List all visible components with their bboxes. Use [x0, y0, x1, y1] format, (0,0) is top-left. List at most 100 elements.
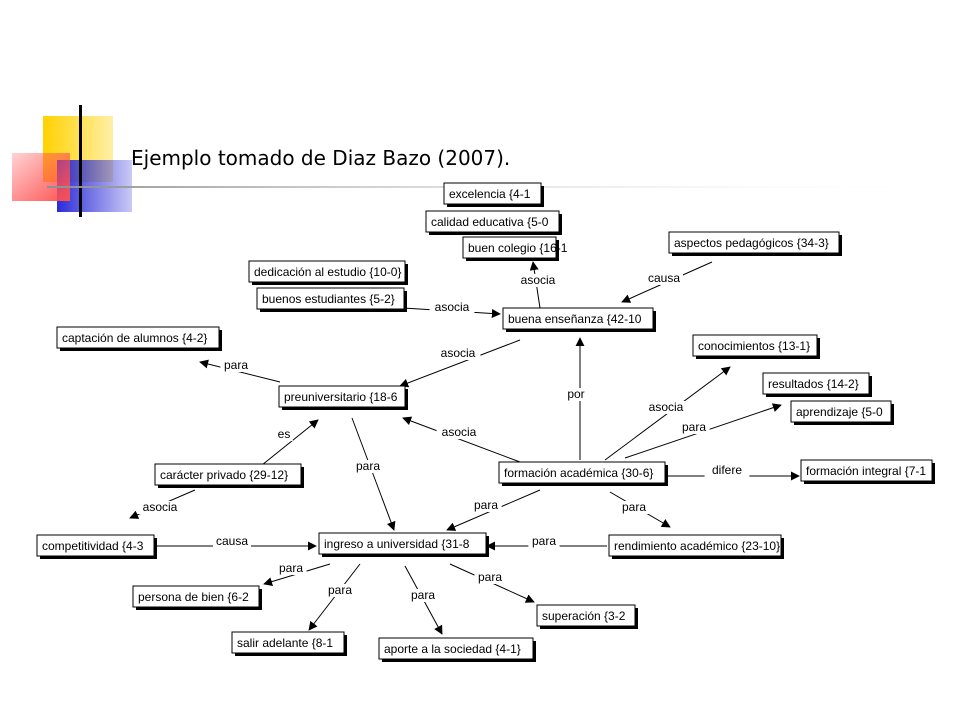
node-label: formación académica {30-6} [504, 466, 653, 480]
node-box [278, 385, 406, 408]
node-box [502, 307, 654, 330]
concept-node-resultados[interactable]: resultados {14-2} [762, 372, 872, 397]
node-label: excelencia {4-1 [449, 187, 531, 201]
edge-label: para [532, 534, 556, 548]
edges-layer: asocia causa asocia asocia para por asocia para… [129, 261, 800, 635]
node-label: buen colegio {16-1 [468, 241, 568, 255]
node-box [498, 461, 666, 484]
edge-label: para [356, 459, 380, 473]
concept-node-aporte[interactable]: aporte a la sociedad {4-1} [378, 637, 536, 662]
edge-preuni-captacion: para [199, 358, 281, 383]
edge-caracter-preuni: es [261, 419, 319, 466]
concept-node-superacion[interactable]: superación {3-2 [536, 604, 638, 629]
node-label: carácter privado {29-12} [160, 468, 288, 482]
node-box [762, 372, 870, 395]
edge-label: para [478, 570, 502, 584]
edge-preuni-buenaens: asocia [399, 339, 521, 388]
edge-label: para [682, 420, 706, 434]
node-box [462, 236, 557, 259]
node-label: dedicación al estudio {10-0} [254, 265, 401, 279]
edge-label-bg [528, 535, 560, 548]
edge-aspectos-buenaens: causa [621, 261, 713, 303]
concept-node-persona[interactable]: persona de bien {6-2 [132, 585, 262, 610]
node-label: formación integral {7-1 [806, 464, 926, 478]
edge-label-bg [515, 274, 561, 287]
edge-label: asocia [441, 346, 476, 360]
edge-line [351, 417, 396, 531]
edge-label-bg [435, 347, 481, 360]
concept-node-integral[interactable]: formación integral {7-1 [800, 459, 935, 484]
node-box [536, 604, 636, 627]
concept-node-buenosest[interactable]: buenos estudiantes {5-2} [256, 287, 407, 312]
node-box [56, 326, 220, 349]
edge-label-bg [352, 460, 384, 473]
concept-node-conocimientos[interactable]: conocimientos {13-1} [692, 334, 820, 359]
concept-node-calidad[interactable]: calidad educativa {5-0 [425, 210, 562, 235]
node-box [425, 210, 560, 233]
concept-node-dedicacion[interactable]: dedicación al estudio {10-0} [248, 260, 408, 285]
node-label: aporte a la sociedad {4-1} [384, 642, 521, 656]
edge-formacion-buenaens: por [563, 337, 589, 460]
node-box [154, 463, 302, 486]
edge-label: asocia [143, 500, 178, 514]
concept-node-rendimiento[interactable]: rendimiento académico {23-10} [608, 534, 784, 559]
concept-node-preuni[interactable]: preuniversitario {18-6 [278, 385, 408, 410]
node-box [378, 637, 534, 660]
edge-label: causa [216, 534, 248, 548]
deco-red-square [12, 153, 70, 201]
edge-label-bg [275, 562, 307, 575]
slide-title: Ejemplo tomado de Diaz Bazo (2007). [131, 146, 511, 170]
node-box [608, 534, 782, 557]
concept-node-competitividad[interactable]: competitividad {4-3 [36, 534, 157, 559]
node-box [36, 534, 155, 557]
edge-label-bg [643, 401, 689, 414]
node-label: buena enseñanza {42-10 [508, 312, 642, 326]
edge-line [261, 419, 319, 466]
concept-node-captacion[interactable]: captación de alumnos {4-2} [56, 326, 222, 351]
node-box [692, 334, 818, 357]
edge-buenaens-buencolegio: asocia [515, 261, 561, 309]
edge-label-bg [137, 501, 183, 514]
edge-formacion-rendimiento: para [609, 491, 671, 528]
node-label: salir adelante {8-1 [237, 636, 333, 650]
edge-label: para [622, 500, 646, 514]
edge-label-bg [645, 272, 683, 285]
node-box [318, 532, 487, 555]
edge-ingreso-aporte: para [404, 565, 443, 635]
edge-formacion-preuni: asocia [402, 416, 521, 463]
edge-label: asocia [435, 300, 470, 314]
edge-formacion-ingreso: para [446, 489, 541, 531]
edge-label-bg [275, 428, 293, 441]
edge-label: asocia [649, 400, 684, 414]
node-label: competitividad {4-3 [42, 539, 144, 553]
edge-ingreso-persona: para [263, 561, 331, 586]
edge-label: para [474, 498, 498, 512]
node-box [668, 231, 840, 254]
edge-buenosest-buenaens: asocia [402, 300, 501, 318]
deco-vertical-bar [79, 105, 82, 217]
edge-label-bg [704, 464, 750, 477]
edge-label: es [278, 427, 291, 441]
edge-line [399, 339, 521, 388]
node-box [800, 459, 933, 482]
node-label: conocimientos {13-1} [698, 339, 810, 353]
concept-node-formacion[interactable]: formación académica {30-6} [498, 461, 668, 486]
concept-node-ingreso[interactable]: ingreso a universidad {31-8 [318, 532, 489, 557]
node-label: aspectos pedagógicos {34-3} [674, 236, 829, 250]
concept-node-buenaens[interactable]: buena enseñanza {42-10 [502, 307, 656, 332]
concept-node-buencolegio[interactable]: buen colegio {16-1 [462, 236, 568, 261]
node-box [231, 631, 345, 654]
edge-label: para [328, 583, 352, 597]
concept-node-salir[interactable]: salir adelante {8-1 [231, 631, 347, 656]
edge-formacion-conocimientos: asocia [604, 366, 731, 461]
node-box [248, 260, 406, 283]
edge-label: para [279, 561, 303, 575]
concept-node-aspectos[interactable]: aspectos pedagógicos {34-3} [668, 231, 842, 256]
edge-ingreso-superacion: para [449, 563, 535, 603]
concept-node-aprendizaje[interactable]: aprendizaje {5-0 [790, 400, 894, 425]
concept-node-caracter[interactable]: carácter privado {29-12} [154, 463, 304, 488]
concept-node-excelencia[interactable]: excelencia {4-1 [443, 182, 544, 207]
node-label: persona de bien {6-2 [138, 590, 249, 604]
node-label: preuniversitario {18-6 [284, 390, 398, 404]
edge-label: para [411, 588, 435, 602]
